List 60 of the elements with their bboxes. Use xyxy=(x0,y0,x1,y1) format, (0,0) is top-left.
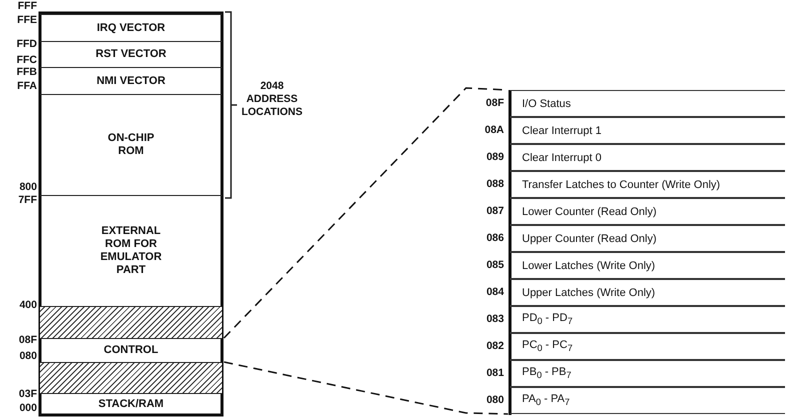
region-name: CONTROL xyxy=(104,344,158,357)
register-name: Transfer Latches to Counter (Write Only) xyxy=(522,178,720,190)
register-row xyxy=(510,360,785,387)
reserved-region xyxy=(40,362,222,393)
register-name: Lower Counter (Read Only) xyxy=(522,206,657,218)
address-label: FFB xyxy=(16,66,37,78)
address-label: FFF xyxy=(18,0,37,12)
address-label: 08F xyxy=(18,334,37,346)
address-label: 08A xyxy=(484,124,504,136)
register-row xyxy=(510,117,785,144)
address-label: 000 xyxy=(19,402,37,414)
register-row xyxy=(510,252,785,279)
zoom-line xyxy=(224,361,508,415)
address-label: 087 xyxy=(486,204,504,216)
register-row xyxy=(510,225,785,252)
size-note: 2048 ADDRESS LOCATIONS xyxy=(240,80,304,119)
address-label: 088 xyxy=(486,178,504,190)
region-name: IRQ VECTOR xyxy=(96,22,166,34)
address-label: 7FF xyxy=(18,194,37,206)
register-row xyxy=(510,171,785,198)
register-name: PC$_{0}$ - PC$_{7}$ xyxy=(522,339,573,354)
address-label: 084 xyxy=(486,286,504,298)
register-row xyxy=(510,387,785,414)
region-name: NMI VECTOR xyxy=(96,74,166,88)
register-name: PD$_{0}$ - PD$_{7}$ xyxy=(522,312,573,327)
address-label: 081 xyxy=(486,366,504,378)
register-name: I/O Status xyxy=(522,98,571,110)
register-row xyxy=(510,90,785,117)
register-name: PB$_{0}$ - PB$_{7}$ xyxy=(522,366,572,381)
reserved-region xyxy=(40,306,222,338)
address-label: 086 xyxy=(486,232,504,244)
address-label: 080 xyxy=(486,394,504,406)
address-label: 085 xyxy=(486,258,504,270)
region-name: RST VECTOR xyxy=(96,48,166,61)
address-label: 03F xyxy=(18,388,37,400)
address-label: FFE xyxy=(17,14,37,26)
register-name: Lower Latches (Write Only) xyxy=(522,260,656,272)
region-name: STACK/RAM xyxy=(98,398,164,410)
register-row xyxy=(510,279,785,306)
register-row xyxy=(510,333,785,360)
register-row xyxy=(510,198,785,225)
address-label: 089 xyxy=(486,150,504,162)
address-label: 080 xyxy=(19,350,37,362)
region-name: ON-CHIP ROM xyxy=(106,132,156,158)
address-label: FFD xyxy=(16,38,37,50)
address-label: 083 xyxy=(486,312,504,324)
register-name: Upper Counter (Read Only) xyxy=(522,232,657,244)
address-label: 400 xyxy=(19,299,37,311)
register-name: PA$_{0}$ - PA$_{7}$ xyxy=(522,393,570,408)
register-name: Clear Interrupt 1 xyxy=(522,124,602,136)
address-label: 800 xyxy=(19,181,37,193)
address-label: 08F xyxy=(486,96,504,108)
address-label: 082 xyxy=(486,340,504,352)
register-row xyxy=(510,306,785,333)
register-name: Clear Interrupt 0 xyxy=(522,152,602,164)
register-row xyxy=(510,144,785,171)
address-label: FFC xyxy=(16,54,37,66)
region-name: EXTERNAL ROM FOR EMULATOR PART xyxy=(99,225,163,277)
address-label: FFA xyxy=(17,80,37,92)
register-name: Upper Latches (Write Only) xyxy=(522,286,656,298)
